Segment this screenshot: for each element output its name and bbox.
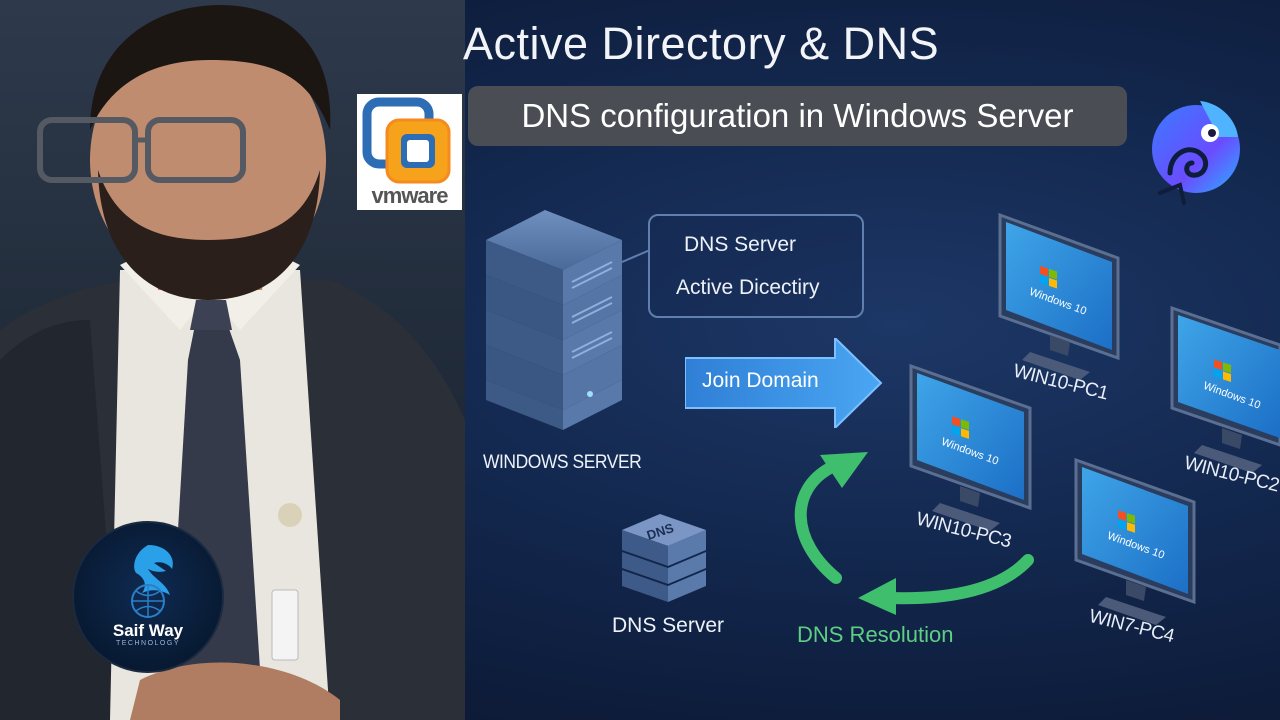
pc-win10-pc2: Windows 10: [1170, 305, 1280, 473]
badge-subtitle: TECHNOLOGY: [115, 640, 180, 647]
vmware-logo: vmware: [357, 94, 462, 210]
server-roles-callout: DNS Server Active Dicectiry: [648, 214, 864, 318]
pc-win10-pc1: Windows 10: [998, 212, 1120, 380]
chameleon-logo-icon: [1152, 101, 1240, 205]
vmware-wordmark: vmware: [371, 183, 449, 208]
badge-name: Saif Way: [112, 621, 184, 640]
saif-way-badge: Saif Way TECHNOLOGY: [72, 521, 224, 673]
join-domain-label: Join Domain: [702, 369, 819, 392]
callout-active-directory: Active Dicectiry: [676, 276, 820, 299]
page-title: Active Directory & DNS: [463, 18, 940, 69]
windows-server-label: WINDOWS SERVER: [483, 452, 642, 473]
dns-resolution-label: DNS Resolution: [797, 622, 954, 647]
pc-win10-pc3: Windows 10: [909, 363, 1032, 531]
dns-server-label: DNS Server: [612, 614, 725, 637]
pc-win7-pc4: Windows 10: [1074, 457, 1196, 625]
subtitle-banner: DNS configuration in Windows Server: [468, 86, 1127, 146]
callout-dns-server: DNS Server: [684, 233, 797, 256]
subtitle-text: DNS configuration in Windows Server: [521, 97, 1074, 134]
join-domain-arrow-icon: [685, 338, 883, 428]
